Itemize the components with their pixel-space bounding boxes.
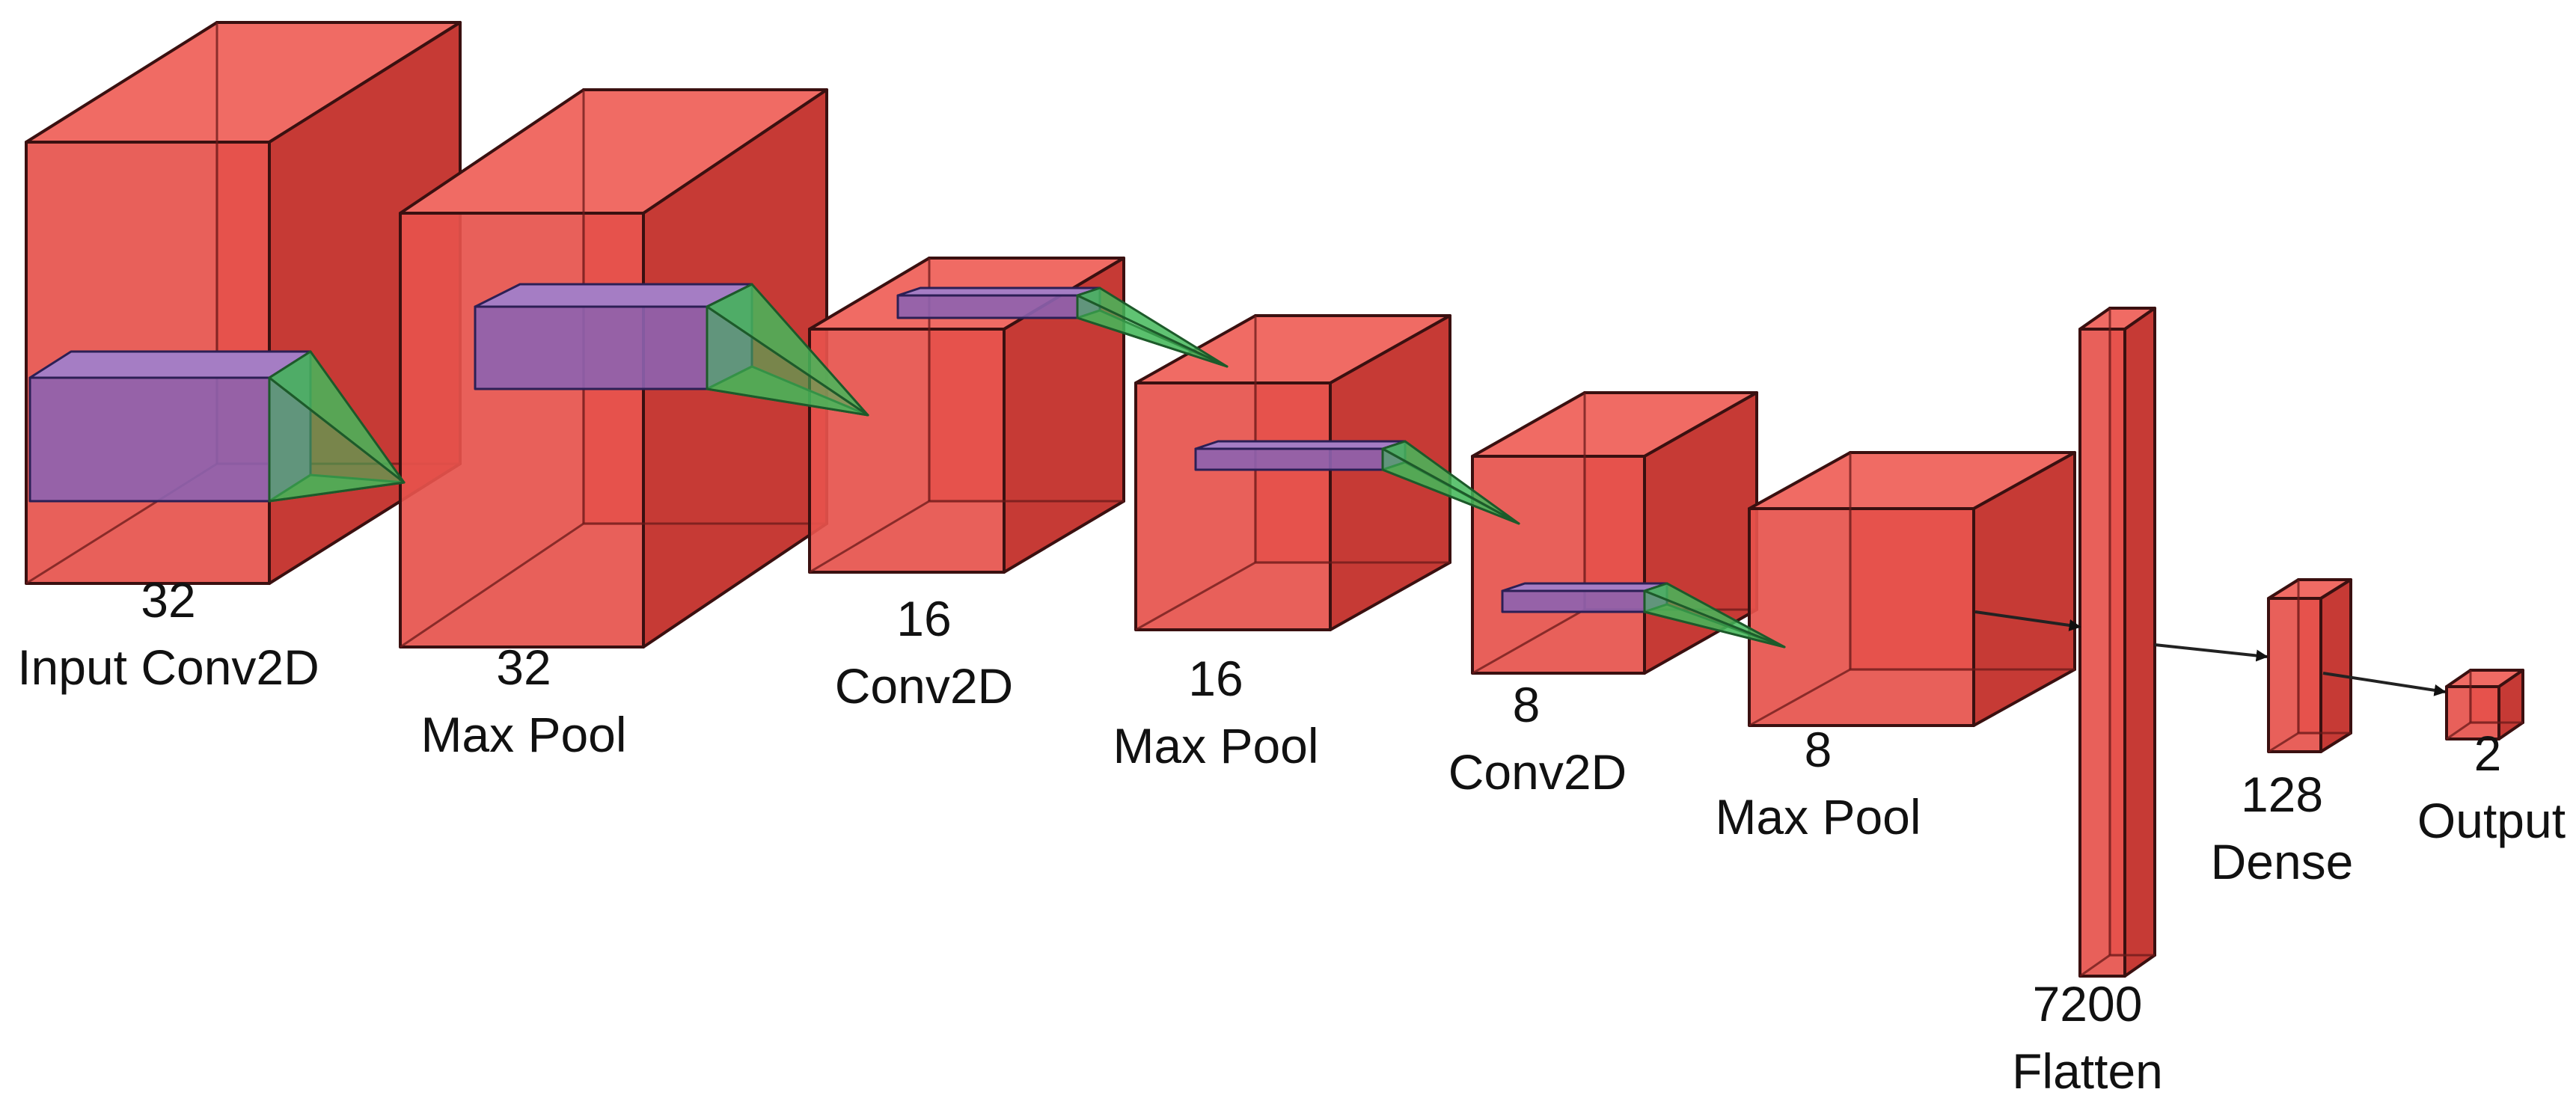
- conv2d-2-name-label: Conv2D: [835, 658, 1013, 714]
- max-pool-3-block: [1748, 451, 2076, 727]
- kernel-4: [1194, 440, 1520, 525]
- dense-block: [2267, 578, 2352, 753]
- kernel-1: [28, 350, 406, 503]
- input-conv2d-name-label: Input Conv2D: [17, 640, 319, 695]
- max-pool-2-name-label: Max Pool: [1113, 718, 1318, 773]
- conv2d-3-name-label: Conv2D: [1448, 744, 1627, 800]
- kernel-5: [1501, 582, 1786, 648]
- output-name-label: Output: [2417, 793, 2566, 848]
- flatten-arrow: [1974, 610, 2081, 631]
- dense-name-label: Dense: [2211, 834, 2354, 889]
- kernel-3: [896, 286, 1229, 368]
- output-arrow: [2322, 672, 2447, 696]
- output-size-label: 2: [2474, 726, 2502, 781]
- max-pool-2-size-label: 16: [1188, 651, 1243, 706]
- dense-size-label: 128: [2241, 767, 2323, 822]
- conv2d-3-size-label: 8: [1513, 677, 1541, 732]
- max-pool-3-size-label: 8: [1805, 722, 1832, 777]
- max-pool-3-name-label: Max Pool: [1715, 789, 1921, 844]
- dense-arrow: [2154, 643, 2268, 662]
- conv2d-3-block: [1471, 391, 1758, 675]
- output-block: [2445, 669, 2524, 740]
- max-pool-1-name-label: Max Pool: [420, 707, 626, 762]
- flatten-name-label: Flatten: [2012, 1043, 2163, 1099]
- conv2d-2-size-label: 16: [896, 591, 951, 646]
- flatten-block: [2078, 307, 2156, 978]
- max-pool-1-size-label: 32: [496, 640, 551, 695]
- kernel-2: [474, 283, 869, 417]
- input-conv2d-size-label: 32: [141, 572, 195, 628]
- flatten-size-label: 7200: [2033, 976, 2143, 1031]
